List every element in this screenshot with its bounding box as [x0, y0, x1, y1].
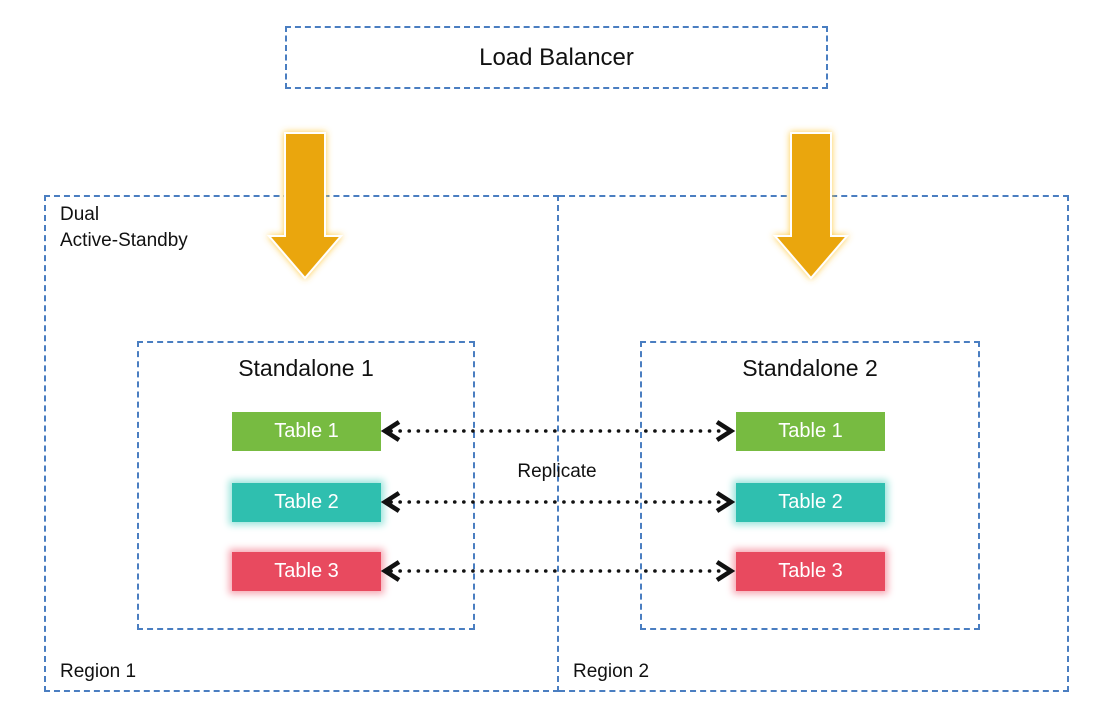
table-chip-s2-table2: Table 2	[736, 483, 885, 522]
table-chip-s1-table3: Table 3	[232, 552, 381, 591]
standalone-1-title: Standalone 1	[238, 355, 374, 381]
standalone-1-box: Standalone 1	[137, 341, 475, 630]
cluster-mode-label: Dual Active-Standby	[60, 202, 188, 253]
standalone-2-title: Standalone 2	[742, 355, 878, 381]
table-chip-s2-table1: Table 1	[736, 412, 885, 451]
load-balancer-label: Load Balancer	[479, 43, 634, 71]
replicate-label: Replicate	[517, 461, 597, 482]
region-2-label: Region 2	[573, 661, 650, 682]
region-1-label: Region 1	[60, 661, 137, 682]
table-chip-s2-table3: Table 3	[736, 552, 885, 591]
cluster-mode-line2: Active-Standby	[60, 229, 188, 251]
load-balancer-box: Load Balancer	[285, 26, 828, 89]
table-chip-s1-table1: Table 1	[232, 412, 381, 451]
region-1-box: Dual Active-Standby Region 1	[44, 195, 559, 692]
standalone-2-box: Standalone 2	[640, 341, 980, 630]
cluster-mode-line1: Dual	[60, 204, 100, 225]
table-chip-s1-table2: Table 2	[232, 483, 381, 522]
